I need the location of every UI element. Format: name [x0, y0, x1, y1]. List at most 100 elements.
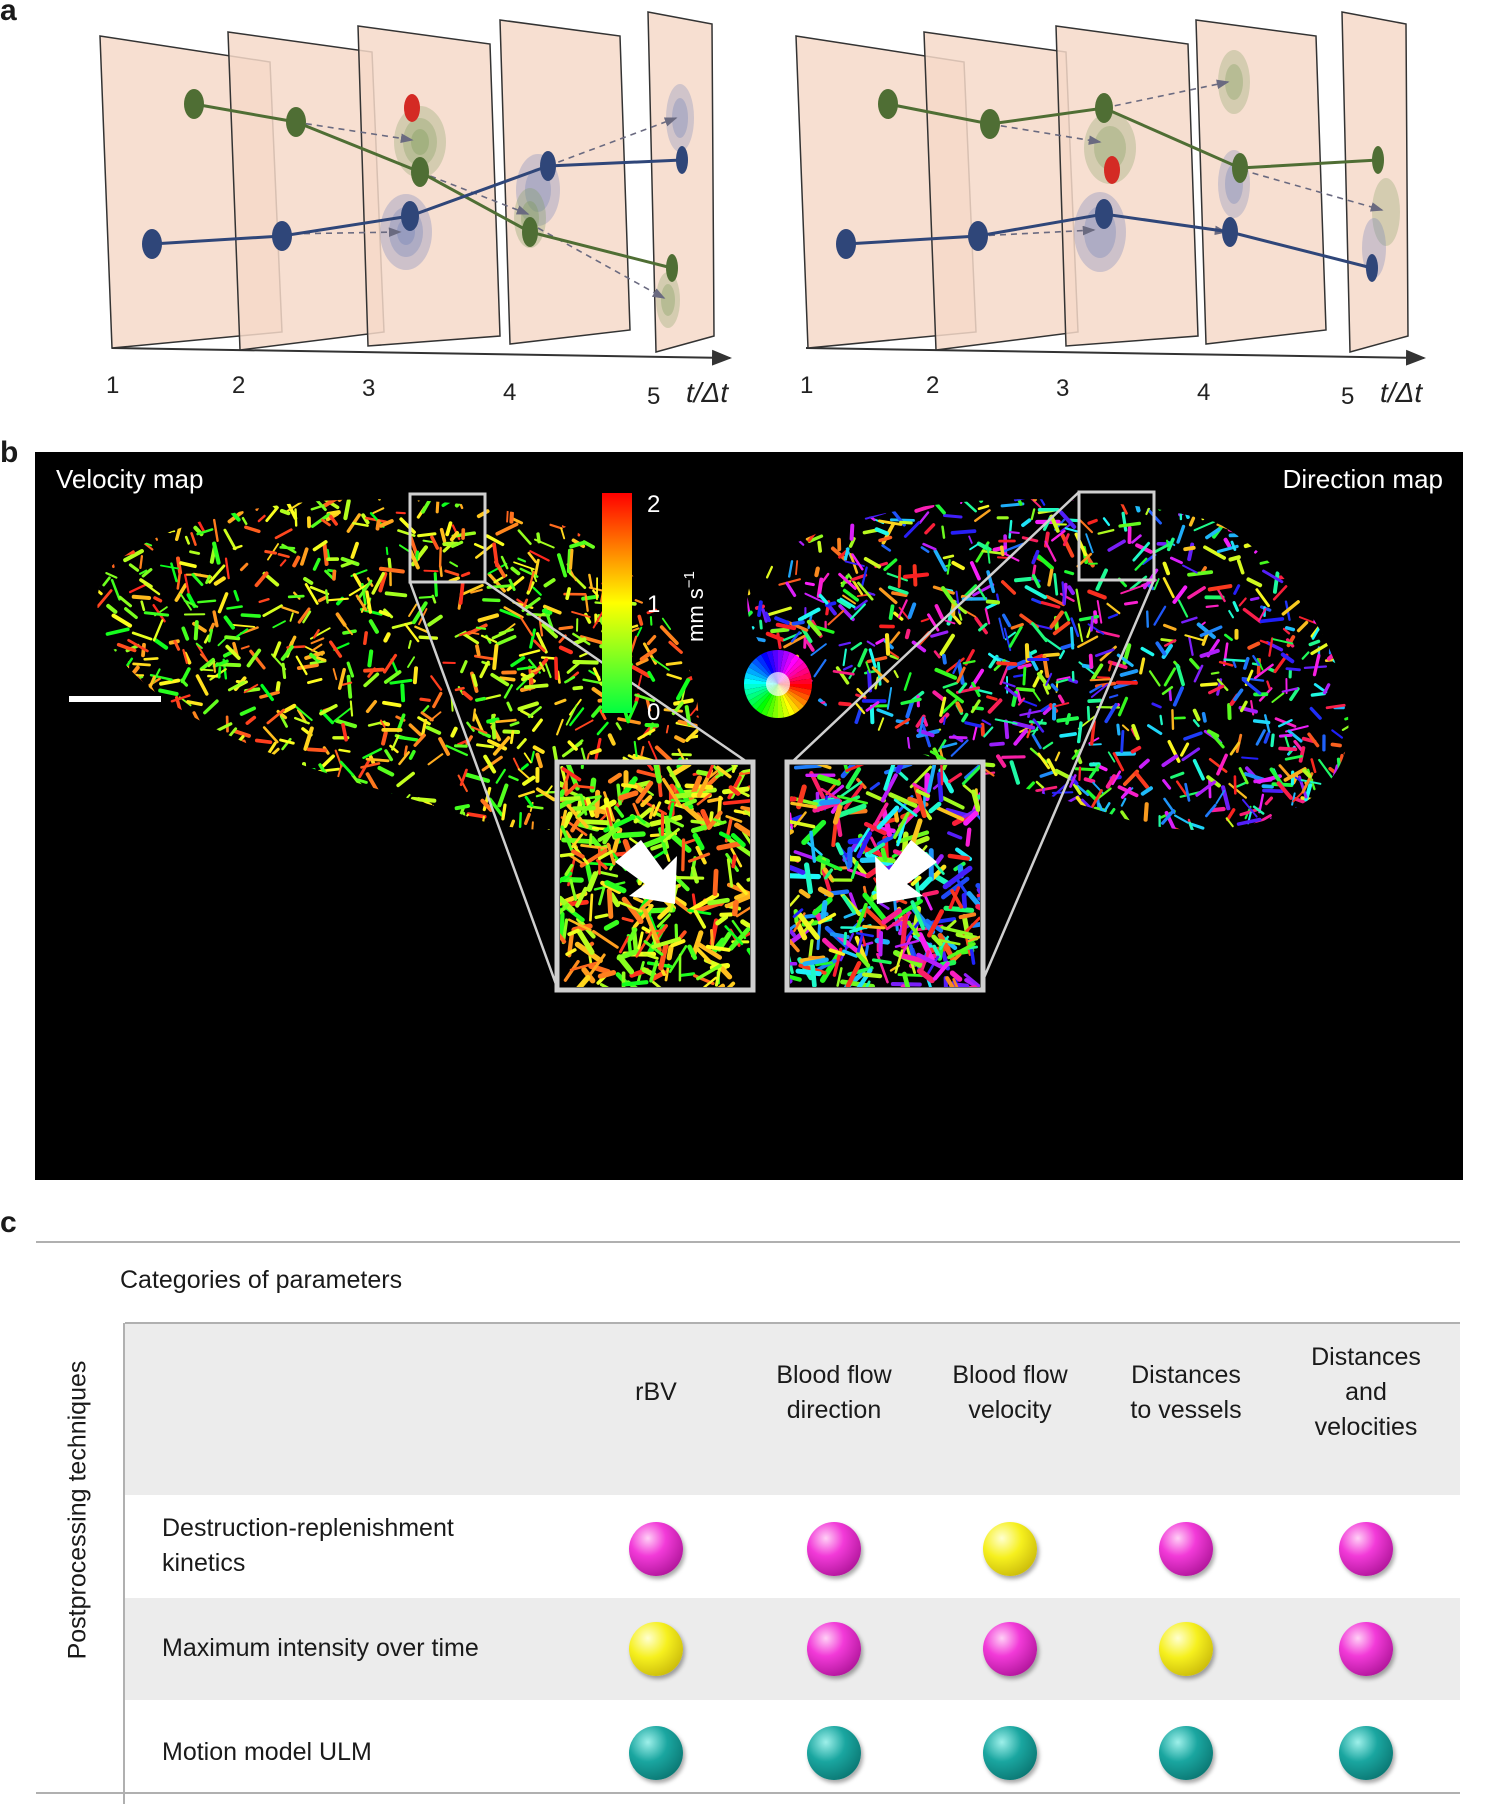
vessel-segment — [893, 798, 918, 817]
vessel-segment — [103, 735, 115, 760]
vessel-segment — [1321, 523, 1327, 535]
vessel-segment — [1040, 601, 1061, 609]
vessel-segment — [929, 750, 947, 761]
vessel-segment — [1102, 517, 1111, 527]
vessel-segment — [326, 835, 340, 849]
right-tick-3: 3 — [1056, 375, 1069, 402]
vessel-segment — [254, 761, 272, 770]
vessel-segment — [1173, 814, 1189, 824]
vessel-segment — [139, 555, 144, 570]
vessel-segment — [97, 542, 100, 548]
vessel-segment — [1002, 613, 1012, 628]
vessel-segment — [1257, 608, 1267, 623]
vessel-segment — [1338, 783, 1349, 795]
vessel-segment — [549, 523, 563, 530]
vessel-segment — [761, 608, 768, 623]
vessel-segment — [905, 468, 913, 474]
vessel-segment — [941, 698, 958, 714]
left-tick-1: 1 — [106, 372, 119, 399]
vessel-segment — [640, 795, 653, 808]
vessel-segment — [469, 821, 479, 830]
vessel-segment — [970, 699, 981, 714]
vessel-segment — [346, 803, 357, 819]
vessel-segment — [1193, 664, 1204, 683]
vessel-segment — [854, 706, 863, 725]
vessel-segment — [915, 789, 931, 798]
vessel-segment — [634, 534, 648, 553]
vessel-segment — [442, 477, 462, 483]
vessel-segment — [227, 680, 245, 692]
col-header-distances-vessels-line2: to vessels — [1130, 1396, 1242, 1424]
vessel-segment — [153, 596, 163, 603]
vessel-segment — [432, 480, 441, 484]
vessel-segment — [886, 572, 909, 582]
vessel-segment — [692, 462, 699, 474]
vessel-segment — [152, 637, 169, 650]
vessel-segment — [1241, 756, 1259, 760]
vessel-segment — [781, 727, 785, 743]
vessel-segment — [761, 756, 767, 777]
vessel-segment — [192, 790, 215, 798]
vessel-segment — [580, 843, 607, 850]
vessel-segment — [894, 939, 920, 948]
vessel-segment — [86, 725, 87, 736]
vessel-segment — [1270, 733, 1275, 748]
vessel-segment — [933, 650, 941, 659]
dot-yellow-r1-c3 — [983, 1522, 1037, 1576]
direction-zoom-line-right — [978, 579, 1156, 988]
vessel-segment — [560, 903, 569, 915]
vessel-segment — [1090, 615, 1094, 632]
vessel-segment — [912, 782, 927, 792]
velocity-inset — [554, 759, 756, 993]
vessel-segment — [869, 782, 881, 791]
vessel-segment — [438, 737, 451, 756]
vessel-segment — [668, 640, 683, 654]
vessel-segment — [1145, 610, 1150, 628]
vessel-segment — [571, 610, 591, 618]
vessel-segment — [692, 832, 705, 851]
vessel-segment — [127, 638, 149, 653]
vessel-segment — [926, 978, 932, 987]
vessel-segment — [747, 583, 751, 596]
vessel-segment — [310, 474, 315, 491]
vessel-segment — [1024, 643, 1030, 663]
vessel-segment — [438, 546, 442, 568]
vessel-segment — [961, 712, 969, 723]
vessel-segment — [160, 564, 179, 570]
vessel-segment — [350, 541, 359, 559]
vessel-segment — [324, 569, 334, 580]
vessel-segment — [109, 532, 134, 538]
vessel-segment — [1001, 755, 1026, 759]
vessel-segment — [560, 809, 568, 841]
vessel-segment — [131, 594, 152, 600]
vessel-segment — [132, 673, 139, 684]
vessel-segment — [582, 678, 600, 684]
row-band-2 — [125, 1598, 1460, 1700]
vessel-segment — [707, 897, 730, 906]
vessel-segment — [947, 499, 960, 500]
vessel-segment — [276, 486, 292, 490]
vessel-segment — [917, 932, 936, 964]
vessel-segment — [1267, 555, 1278, 559]
vessel-segment — [193, 620, 199, 641]
vessel-segment — [81, 556, 95, 562]
vessel-segment — [715, 765, 732, 779]
vessel-segment — [200, 668, 214, 672]
vessel-segment — [1233, 584, 1241, 595]
vessel-segment — [646, 634, 657, 646]
vessel-segment — [1309, 706, 1322, 720]
vessel-segment — [1044, 540, 1057, 562]
vessel-segment — [671, 482, 684, 485]
vessel-segment — [564, 676, 576, 684]
vessel-segment — [594, 913, 609, 920]
vessel-segment — [529, 550, 550, 562]
vessel-segment — [1050, 683, 1059, 692]
vessel-segment — [577, 784, 595, 790]
vessel-segment — [105, 571, 118, 579]
vessel-segment — [427, 753, 444, 766]
vessel-segment — [931, 934, 943, 947]
vessel-segment — [384, 591, 408, 598]
vessel-segment — [332, 464, 346, 479]
vessel-segment — [314, 840, 316, 847]
vessel-segment — [412, 666, 419, 685]
